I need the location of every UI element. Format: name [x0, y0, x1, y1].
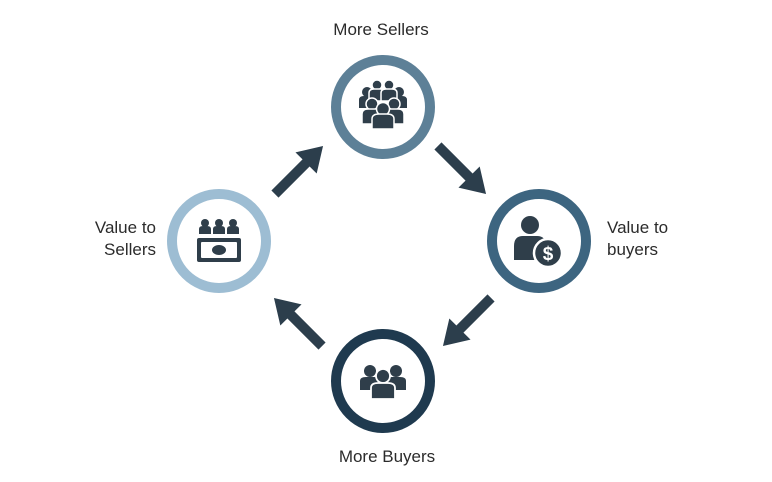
label-value-to-buyers-line1: Value to — [607, 218, 669, 237]
label-more-sellers: More Sellers — [333, 20, 429, 39]
node-value-to-buyers: $ — [487, 189, 591, 293]
label-value-to-buyers-line2: buyers — [607, 240, 659, 259]
label-value-to-sellers: Value to Sellers — [56, 217, 156, 261]
label-value-to-sellers-line2: Sellers — [104, 240, 156, 259]
label-value-to-buyers: Value to buyers — [607, 217, 727, 261]
arrow-more-buyers-to-value-sellers — [273, 297, 326, 350]
label-value-to-sellers-line1: Value to — [94, 218, 156, 237]
group-of-people-icon — [359, 79, 407, 130]
three-people-icon — [360, 365, 406, 400]
node-more-buyers — [331, 329, 435, 433]
person-with-dollar-icon: $ — [514, 216, 564, 269]
arrow-value-sellers-to-more-sellers — [271, 145, 324, 198]
node-value-to-sellers — [167, 189, 271, 293]
label-more-buyers: More Buyers — [338, 447, 436, 466]
arrow-value-buyers-to-more-buyers — [442, 294, 495, 347]
arrow-more-sellers-to-value-buyers — [434, 142, 487, 195]
svg-text:$: $ — [543, 244, 554, 265]
node-more-sellers — [331, 55, 435, 159]
people-with-money-icon — [197, 219, 241, 262]
